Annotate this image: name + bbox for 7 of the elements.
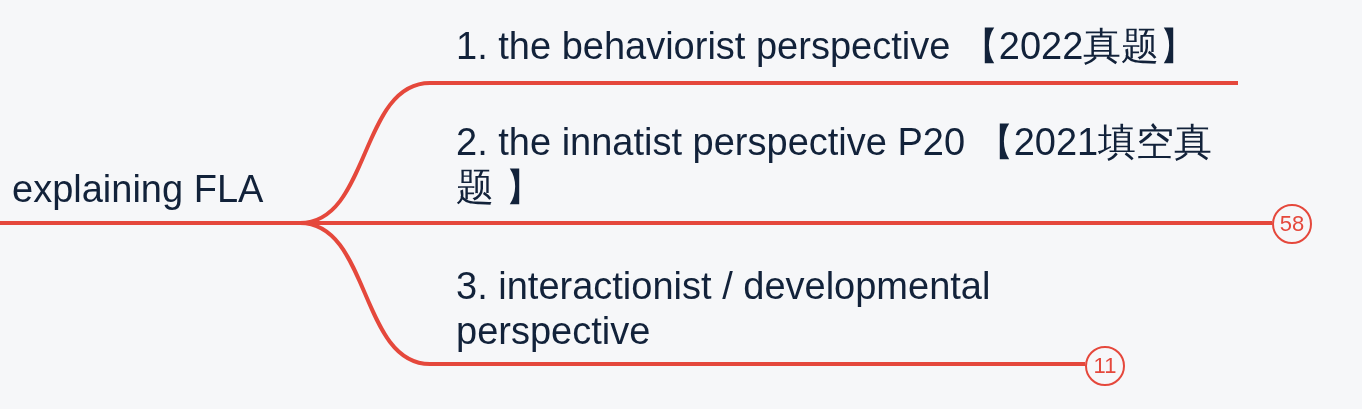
root-topic: explaining FLA xyxy=(0,160,300,225)
count-circle: 58 xyxy=(1272,204,1312,244)
branch-topic: 2. the innatist perspective P20 【2021填空真题 】 xyxy=(430,112,1272,225)
branch-line xyxy=(299,221,431,366)
branch-topic: 3. interactionist / developmental perspective xyxy=(430,256,1085,366)
branch-topic: 1. the behaviorist perspective 【2022真题】 xyxy=(430,18,1238,85)
count-circle: 11 xyxy=(1085,346,1125,386)
